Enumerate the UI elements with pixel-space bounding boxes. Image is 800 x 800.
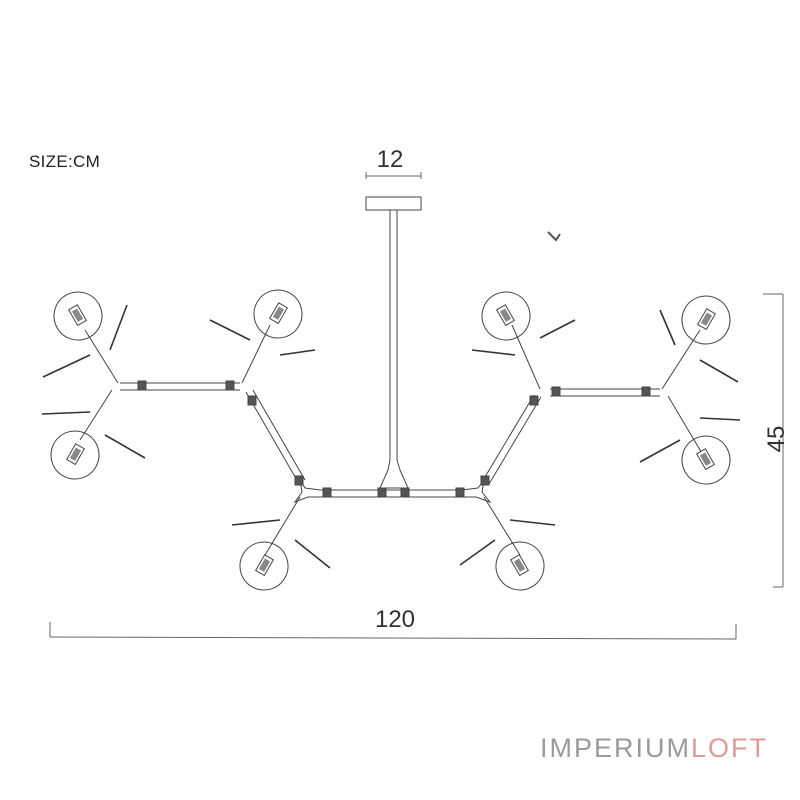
brand-part2: LOFT bbox=[691, 733, 769, 763]
branches bbox=[79, 324, 704, 556]
right-arm bbox=[461, 386, 660, 504]
total-height-label: 45 bbox=[763, 425, 790, 453]
units-label: SIZE:CM bbox=[29, 152, 101, 171]
left-arm bbox=[120, 380, 321, 504]
canopy-dimension-line bbox=[365, 172, 422, 179]
total-width-label: 120 bbox=[374, 606, 416, 633]
width-dimension-line bbox=[49, 622, 737, 640]
leaf-spikes bbox=[41, 304, 741, 569]
suspension-rod bbox=[379, 210, 409, 489]
brand-part1: IMPERIUM bbox=[540, 733, 691, 763]
brand-logo: IMPERIUMLOFT bbox=[540, 733, 768, 764]
canopy-width-label: 12 bbox=[376, 146, 404, 173]
center-bar bbox=[320, 487, 465, 498]
stray-mark bbox=[547, 231, 561, 242]
height-dimension-line bbox=[763, 293, 784, 588]
canopy bbox=[365, 196, 422, 211]
